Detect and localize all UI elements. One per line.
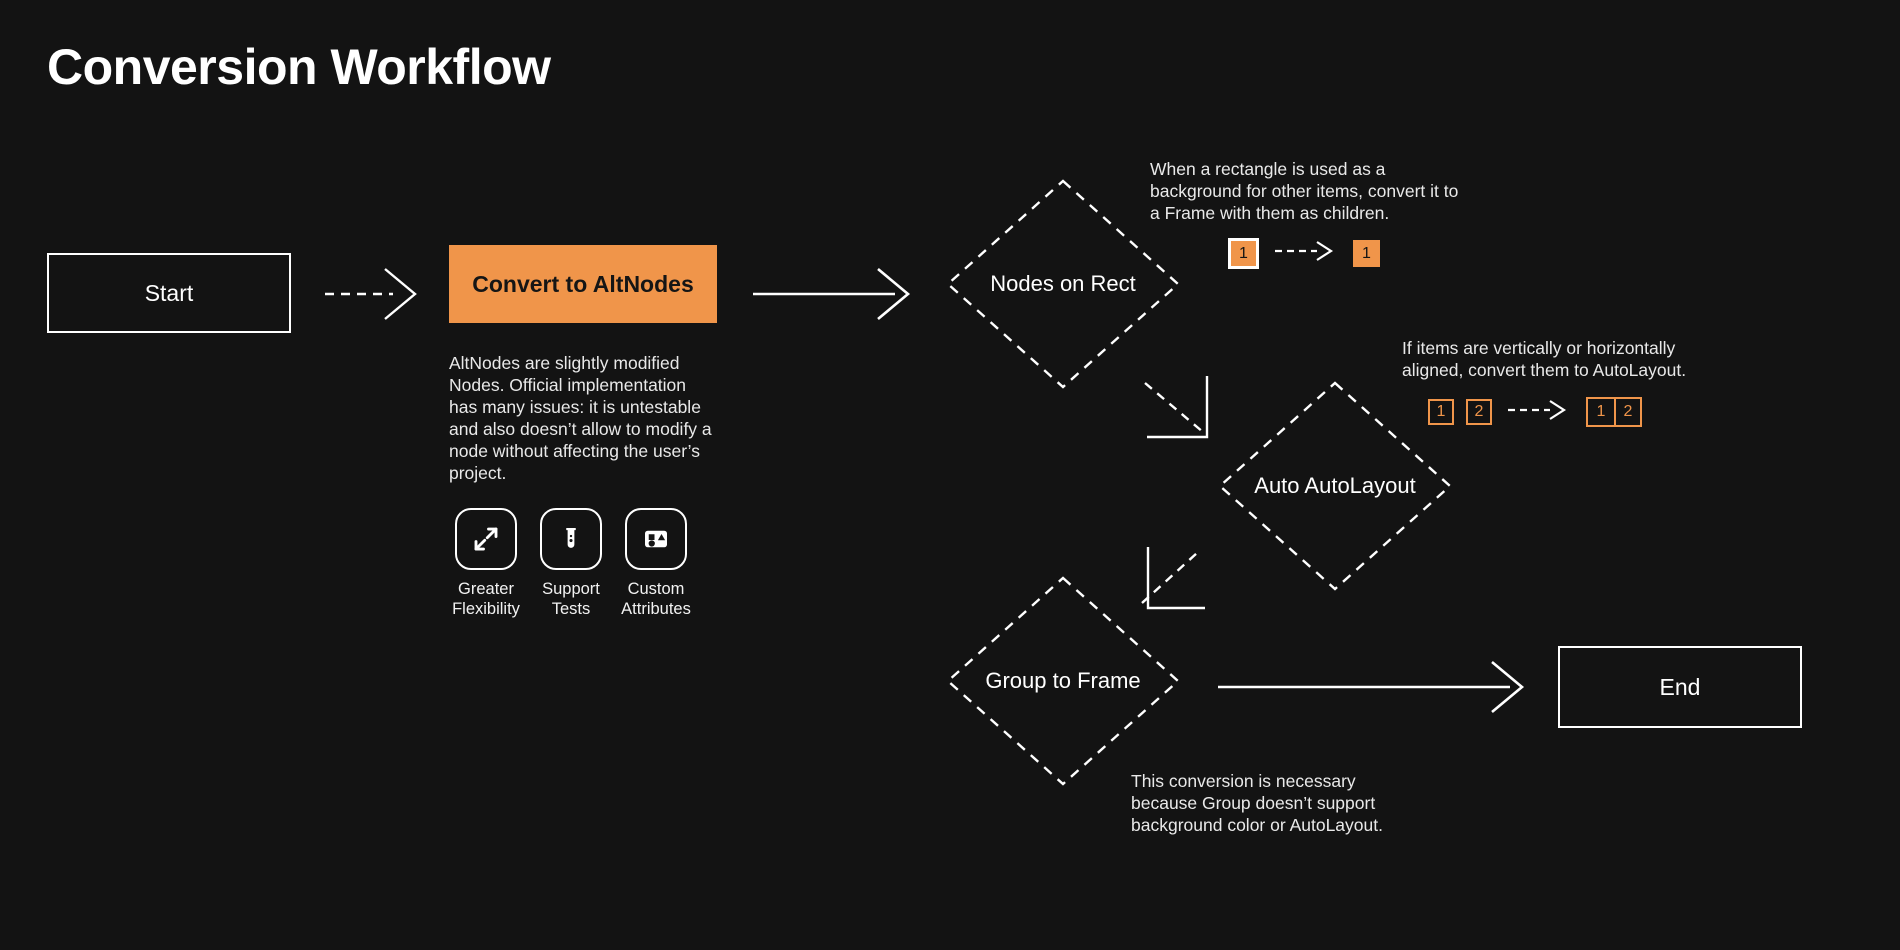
annotation-group-to-frame: This conversion is necessary because Gro… — [1131, 771, 1383, 835]
badge-row-auto-autolayout: 1 2 1 2 — [1428, 397, 1642, 427]
node-nodes-on-rect[interactable]: Nodes on Rect — [945, 178, 1181, 390]
badge-before-1: 1 — [1228, 238, 1259, 269]
test-tube-icon — [540, 508, 602, 570]
node-group-to-frame-label: Group to Frame — [985, 668, 1141, 693]
edge-start-to-convert — [325, 268, 417, 320]
badge-before-1: 1 — [1428, 399, 1454, 425]
badge-after-1: 1 — [1596, 403, 1606, 420]
expand-arrows-icon — [455, 508, 517, 570]
annotation-auto-autolayout: If items are vertically or horizontally … — [1402, 338, 1687, 380]
feature-label-support-tests: Support Tests — [542, 580, 600, 618]
node-auto-autolayout-label: Auto AutoLayout — [1254, 473, 1416, 498]
node-convert-to-altnodes[interactable]: Convert to AltNodes — [449, 245, 717, 323]
badge-before-2: 2 — [1466, 399, 1492, 425]
feature-label-custom-attributes: Custom Attributes — [621, 580, 691, 618]
feature-custom-attributes[interactable]: Custom Attributes — [621, 508, 691, 619]
node-convert-label: Convert to AltNodes — [472, 270, 694, 297]
badge-arrow-icon — [1506, 398, 1572, 427]
badge-row-nodes-on-rect: 1 1 — [1228, 238, 1380, 269]
feature-list: Greater Flexibility Support Tests — [452, 508, 691, 619]
shapes-attributes-icon — [625, 508, 687, 570]
convert-note-text: AltNodes are slightly modified Nodes. Of… — [449, 353, 712, 483]
annotation-nodes-on-rect: When a rectangle is used as a background… — [1150, 159, 1459, 223]
feature-support-tests[interactable]: Support Tests — [538, 508, 604, 619]
node-nodes-on-rect-label: Nodes on Rect — [990, 271, 1136, 296]
badge-after-1: 1 — [1353, 240, 1380, 267]
diamond-shape — [946, 576, 1180, 786]
node-end[interactable]: End — [1558, 646, 1802, 728]
node-end-label: End — [1659, 673, 1701, 700]
node-group-to-frame[interactable]: Group to Frame — [945, 575, 1181, 787]
edge-convert-to-nodesonrect — [753, 268, 911, 320]
edge-grouptoframe-to-end — [1218, 661, 1525, 713]
diamond-shape — [1218, 381, 1452, 591]
node-auto-autolayout[interactable]: Auto AutoLayout — [1217, 380, 1453, 592]
feature-greater-flexibility[interactable]: Greater Flexibility — [452, 508, 520, 619]
feature-label-greater-flexibility: Greater Flexibility — [452, 580, 520, 618]
badge-after-2: 2 — [1614, 399, 1640, 425]
diamond-shape — [946, 179, 1180, 389]
badge-group-after: 1 2 — [1586, 397, 1642, 427]
page-title: Conversion Workflow — [47, 39, 551, 95]
node-start[interactable]: Start — [47, 253, 291, 333]
node-start-label: Start — [144, 279, 194, 306]
badge-arrow-icon — [1273, 239, 1339, 268]
